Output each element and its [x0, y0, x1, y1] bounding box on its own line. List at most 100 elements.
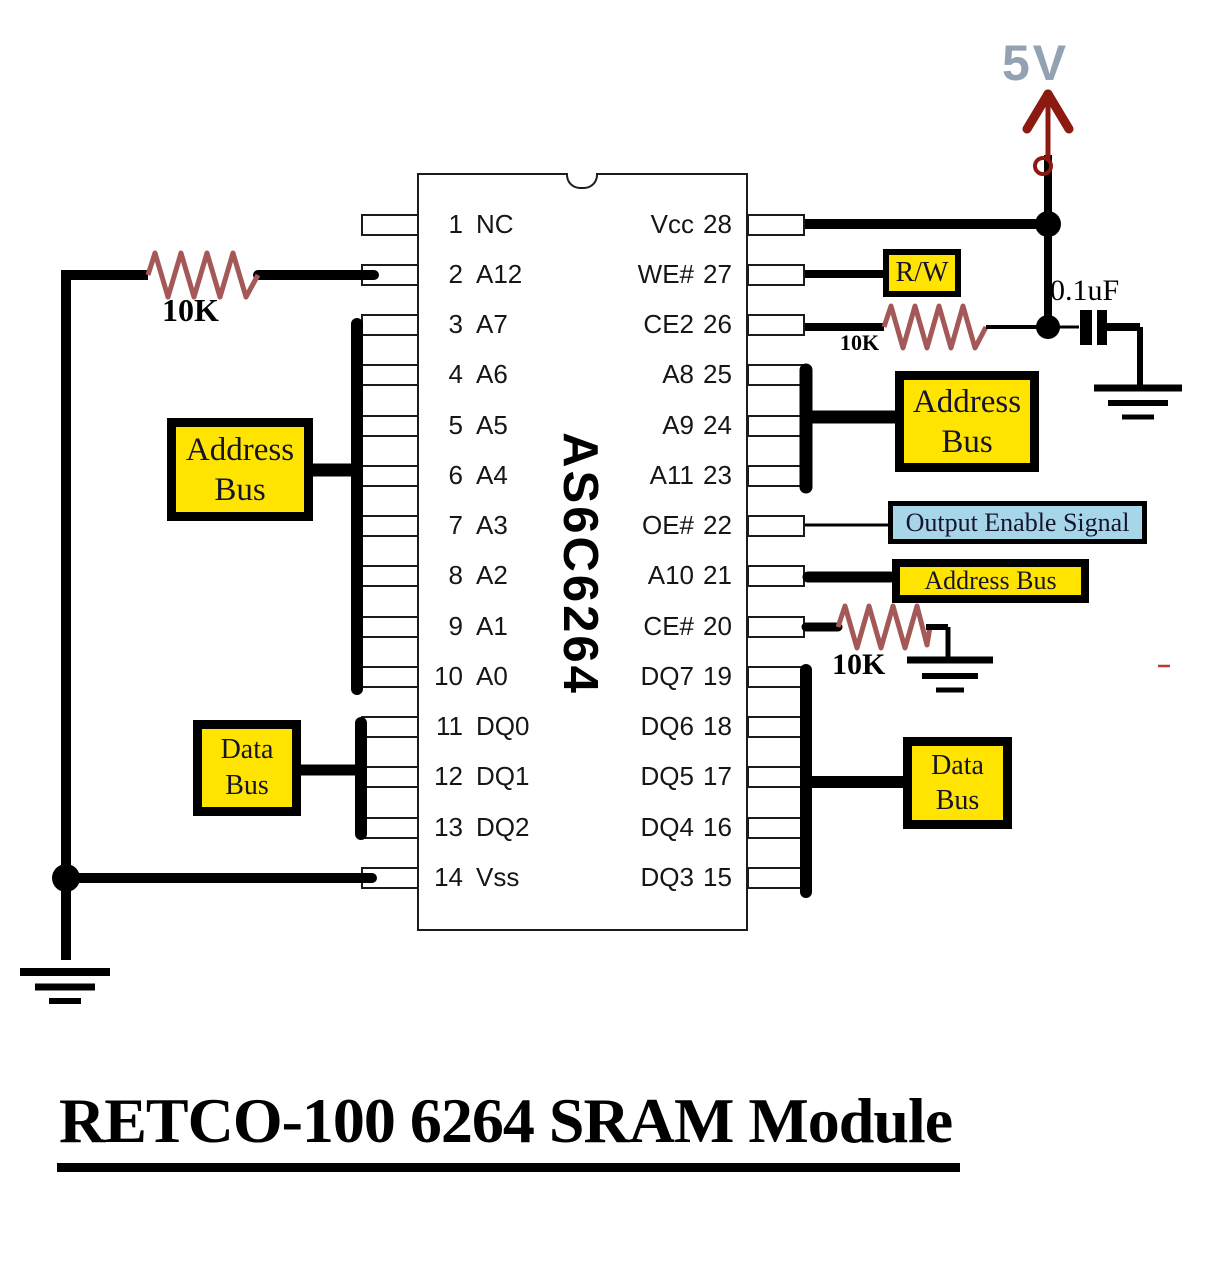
pin-stub-right-23 — [747, 464, 805, 487]
pin-number: 5 — [448, 409, 463, 440]
pin-label-14: 14 Vss — [430, 862, 630, 894]
junction-dot-cap — [1036, 315, 1060, 339]
pin-name: DQ6 — [640, 711, 694, 742]
pin-label-27: WE#27 — [507, 259, 747, 291]
pin-label-25: A8 25 — [507, 359, 747, 391]
pin-stub-right-18 — [747, 716, 805, 739]
pin-name: DQ1 — [476, 761, 530, 792]
address-bus-left-box: Address Bus — [167, 418, 313, 521]
pin-stub-right-26 — [747, 314, 805, 337]
pin-label-18: DQ6 18 — [507, 711, 747, 743]
address-bus-right-net — [799, 363, 898, 494]
pin-number: 15 — [703, 861, 732, 892]
resistor-10k-left — [145, 250, 261, 300]
resistor-left-value-label: 10K — [162, 292, 219, 328]
pin-label-16: DQ4 16 — [507, 812, 747, 844]
ground-icon-left — [20, 968, 110, 1004]
pin-stub-right-17 — [747, 766, 805, 789]
pin-stub-left-8 — [361, 565, 419, 588]
pin-label-5: 5 A5 — [430, 410, 630, 442]
pin-number: 24 — [703, 409, 732, 440]
pin-stub-left-11 — [361, 716, 419, 739]
pin-number: 8 — [448, 560, 463, 591]
pin-number: 21 — [703, 560, 732, 591]
vcc-net — [805, 155, 1052, 330]
pin-stub-right-19 — [747, 665, 805, 688]
resistor-10k-ce2 — [881, 303, 989, 351]
pin-label-23: A11 23 — [507, 460, 747, 492]
pin-stub-left-13 — [361, 816, 419, 839]
power-5v-arrow-icon — [1022, 89, 1074, 176]
capacitor-icon — [1053, 310, 1143, 385]
address-bus-right-box: Address Bus — [895, 371, 1039, 472]
pin-name: A11 — [649, 459, 694, 490]
pin-name: Vss — [476, 861, 520, 892]
pin-stub-left-1 — [361, 213, 419, 236]
pin-stub-left-5 — [361, 414, 419, 437]
pin-name: A0 — [476, 660, 508, 691]
pin-number: 23 — [703, 459, 732, 490]
pin-number: 20 — [703, 610, 732, 641]
pin-number: 1 — [448, 208, 463, 239]
pin-name: A9 — [662, 409, 694, 440]
pin-label-21: A10 21 — [507, 560, 747, 592]
data-bus-right-net — [800, 664, 906, 898]
data-bus-right-box: Data Bus — [903, 737, 1012, 829]
diagram-title: RETCO-100 6264 SRAM Module — [57, 1084, 961, 1172]
pin-name: A10 — [647, 560, 694, 591]
pin-number: 26 — [703, 309, 732, 340]
pin-name: DQ3 — [640, 861, 694, 892]
pin-name: A8 — [662, 359, 694, 390]
pin-number: 9 — [448, 610, 463, 641]
pin-number: 28 — [703, 208, 732, 239]
pin-stub-left-3 — [361, 314, 419, 337]
pin-name: Vcc — [650, 208, 694, 239]
pin-stub-left-6 — [361, 464, 419, 487]
data-bus-left-net — [299, 717, 367, 840]
pin-number: 2 — [448, 258, 463, 289]
pin-stub-left-14 — [361, 866, 419, 889]
pin-number: 17 — [703, 761, 732, 792]
capacitor-value-label: 0.1uF — [1050, 274, 1120, 307]
pin-stub-right-15 — [747, 866, 805, 889]
pin-stub-left-12 — [361, 766, 419, 789]
pin-stub-right-25 — [747, 364, 805, 387]
pin-name: CE# — [643, 610, 694, 641]
pin-name: A12 — [476, 258, 523, 289]
rw-signal-box: R/W — [883, 249, 961, 297]
ground-icon-ce — [907, 656, 993, 693]
pin-label-11: 11 DQ0 — [430, 711, 630, 743]
pin-name: DQ0 — [476, 711, 530, 742]
chip-notch-icon — [566, 172, 598, 189]
pin-stub-left-2 — [361, 263, 419, 286]
wire-left-vertical — [61, 270, 148, 960]
pin-number: 25 — [703, 359, 732, 390]
pin-number: 11 — [436, 711, 463, 742]
pin-number: 18 — [703, 711, 732, 742]
pin-label-28: Vcc 28 — [507, 209, 747, 241]
pin-number: 14 — [434, 861, 463, 892]
pin-label-22: OE#22 — [507, 510, 747, 542]
ground-icon-capacitor — [1094, 384, 1182, 420]
pin-number: 3 — [448, 309, 463, 340]
pin-stub-left-10 — [361, 665, 419, 688]
pin-name: A5 — [476, 409, 508, 440]
pin-label-8: 8 A2 — [430, 560, 630, 592]
pin-number: 27 — [703, 258, 732, 289]
pin-label-2: 2 A12 — [430, 259, 630, 291]
pin-name: DQ4 — [640, 811, 694, 842]
pin-stub-right-16 — [747, 816, 805, 839]
pin-number: 16 — [703, 811, 732, 842]
junction-dot-vss — [52, 864, 80, 892]
pin-stub-left-4 — [361, 364, 419, 387]
pin-name: A2 — [476, 560, 508, 591]
